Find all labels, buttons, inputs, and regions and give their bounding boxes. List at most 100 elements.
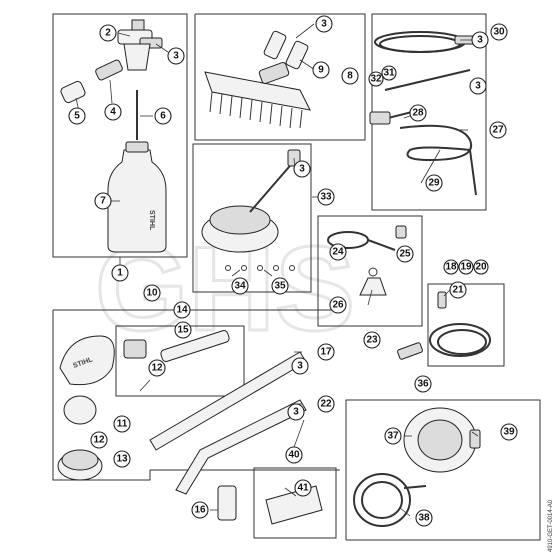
- group-8-frame: [194, 13, 366, 141]
- callout-3-e: 3: [471, 31, 489, 49]
- svg-text:3: 3: [475, 81, 481, 92]
- svg-text:3: 3: [297, 361, 303, 372]
- svg-text:14: 14: [176, 305, 188, 316]
- callout-10: 10: [143, 284, 161, 302]
- brush-head-part: [204, 71, 311, 111]
- svg-text:4: 4: [110, 107, 116, 118]
- extension-wand-part: [149, 351, 307, 451]
- brush-mount-part: [258, 61, 290, 85]
- callout-3-d: 3: [287, 403, 305, 421]
- svg-text:8: 8: [347, 71, 353, 82]
- callout-27: 27: [489, 121, 507, 139]
- callout-3-b: 3: [315, 15, 333, 33]
- svg-text:17: 17: [320, 347, 332, 358]
- svg-text:25: 25: [399, 249, 411, 260]
- clip-part: [395, 225, 407, 239]
- svg-text:26: 26: [332, 300, 344, 311]
- callout-25: 25: [396, 245, 414, 263]
- svg-text:40: 40: [288, 450, 300, 461]
- callout-20: 20: [473, 259, 489, 275]
- svg-text:33: 33: [320, 192, 332, 203]
- callout-29: 29: [425, 174, 443, 192]
- callout-3-c: 3: [291, 357, 309, 375]
- trigger-part: [369, 111, 391, 125]
- nozzle-cover-part: [59, 335, 115, 386]
- group-hose-lance: [369, 13, 487, 211]
- group-10-frame: [52, 310, 340, 481]
- callout-24: 24: [329, 243, 347, 261]
- svg-text:35: 35: [274, 281, 286, 292]
- svg-text:31: 31: [383, 68, 395, 79]
- bottle-part: [107, 149, 167, 253]
- svg-text:1: 1: [117, 268, 123, 279]
- group-33-frame: [192, 143, 312, 293]
- angled-wand-part: [175, 399, 307, 495]
- cleaner-wand-part: [249, 159, 296, 213]
- svg-text:21: 21: [452, 285, 464, 296]
- svg-text:15: 15: [177, 325, 189, 336]
- callout-1: 1: [111, 264, 129, 282]
- svg-text:18: 18: [445, 262, 457, 273]
- callout-31: 31: [381, 65, 397, 81]
- svg-text:19: 19: [460, 262, 472, 273]
- callout-30: 30: [490, 23, 508, 41]
- group-36-frame: [345, 399, 541, 541]
- svg-text:5: 5: [74, 111, 80, 122]
- svg-text:9: 9: [318, 65, 324, 76]
- svg-text:20: 20: [475, 262, 487, 273]
- adapter-part: [217, 485, 237, 521]
- ext-hose-connector-part: [437, 291, 447, 309]
- callout-12-b: 12: [90, 431, 108, 449]
- svg-text:37: 37: [387, 431, 399, 442]
- bristles-part: [209, 91, 303, 129]
- reel-hose-part: [353, 473, 411, 527]
- callout-9: 9: [312, 61, 330, 79]
- foamer-body-part: [123, 43, 151, 71]
- svg-text:32: 32: [370, 74, 382, 85]
- group-foam-bottle: STIHL: [52, 13, 188, 266]
- spray-lance-part: [160, 330, 230, 362]
- drawing-reference: 4910-GET-0014-A0: [548, 499, 554, 552]
- adapter-b-part: [285, 40, 309, 70]
- svg-text:3: 3: [321, 19, 327, 30]
- group-18-frame: [427, 283, 505, 367]
- svg-text:2: 2: [105, 28, 111, 39]
- callout-3-g: 3: [293, 160, 311, 178]
- callout-37: 37: [384, 427, 402, 445]
- cap-part: [131, 19, 145, 31]
- bracket-part: [265, 485, 323, 525]
- callout-23: 23: [363, 331, 381, 349]
- lance-part: [384, 69, 471, 91]
- callout-6: 6: [154, 107, 172, 125]
- group-hose-reel: [345, 399, 541, 541]
- callout-38: 38: [415, 509, 433, 527]
- callout-8: 8: [341, 67, 359, 85]
- cleaner-top-part: [209, 205, 271, 235]
- group-surface-cleaner: [192, 143, 312, 293]
- callout-19: 19: [458, 259, 474, 275]
- svg-text:3: 3: [299, 164, 305, 175]
- connector-part: [95, 59, 123, 81]
- svg-text:3: 3: [477, 35, 483, 46]
- svg-text:12: 12: [151, 363, 163, 374]
- svg-text:3: 3: [173, 51, 179, 62]
- callout-17: 17: [317, 343, 335, 361]
- group-40-frame: [253, 467, 337, 539]
- callout-39: 39: [500, 423, 518, 441]
- callout-12-a: 12: [148, 359, 166, 377]
- reel-connector-part: [469, 429, 481, 449]
- adapter-a-part: [263, 30, 287, 60]
- svg-text:13: 13: [116, 454, 128, 465]
- callout-40: 40: [285, 446, 303, 464]
- callout-14: 14: [173, 301, 191, 319]
- ext-hose-coil-part: [429, 323, 491, 357]
- callout-2: 2: [99, 24, 117, 42]
- callout-3-a: 3: [167, 47, 185, 65]
- callout-41: 41: [294, 479, 312, 497]
- group-accessories: STIHL: [52, 309, 340, 521]
- callout-34: 34: [231, 277, 249, 295]
- ext-hose-fitting-part: [397, 342, 423, 360]
- svg-text:41: 41: [297, 483, 309, 494]
- callout-7: 7: [94, 192, 112, 210]
